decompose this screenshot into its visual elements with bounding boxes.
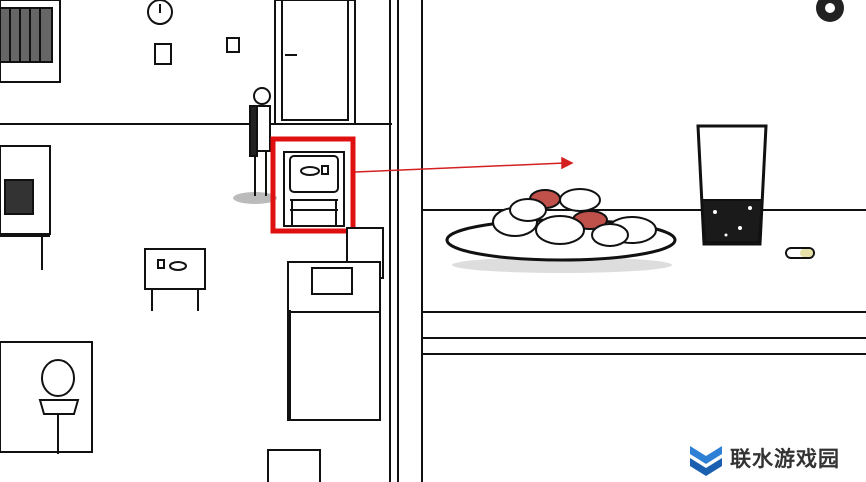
calendar[interactable]: [154, 43, 172, 65]
light-switch[interactable]: [226, 37, 240, 53]
wall-clock-icon[interactable]: [147, 0, 173, 25]
watermark: 联水游戏园: [688, 434, 866, 482]
fridge[interactable]: [283, 151, 345, 227]
glass-of-soda[interactable]: [696, 124, 768, 246]
highlight-box: [270, 136, 356, 234]
window[interactable]: [0, 0, 61, 83]
bed[interactable]: [287, 227, 384, 421]
guide-arrow: [354, 156, 574, 173]
sink[interactable]: [0, 341, 93, 454]
pill[interactable]: [785, 247, 815, 259]
cabinet[interactable]: [267, 449, 321, 482]
door[interactable]: [274, 0, 356, 125]
settings-gear-icon[interactable]: [816, 0, 844, 22]
table-edges: [422, 209, 866, 355]
player-character[interactable]: [249, 87, 271, 196]
desk[interactable]: [0, 145, 51, 270]
settings-button[interactable]: [812, 0, 848, 26]
fridge-hotspot[interactable]: [271, 137, 354, 232]
watermark-logo-icon: [690, 446, 722, 476]
small-table[interactable]: [144, 248, 206, 311]
watermark-text: 联水游戏园: [730, 447, 840, 471]
spaghetti-plate[interactable]: [445, 188, 677, 273]
